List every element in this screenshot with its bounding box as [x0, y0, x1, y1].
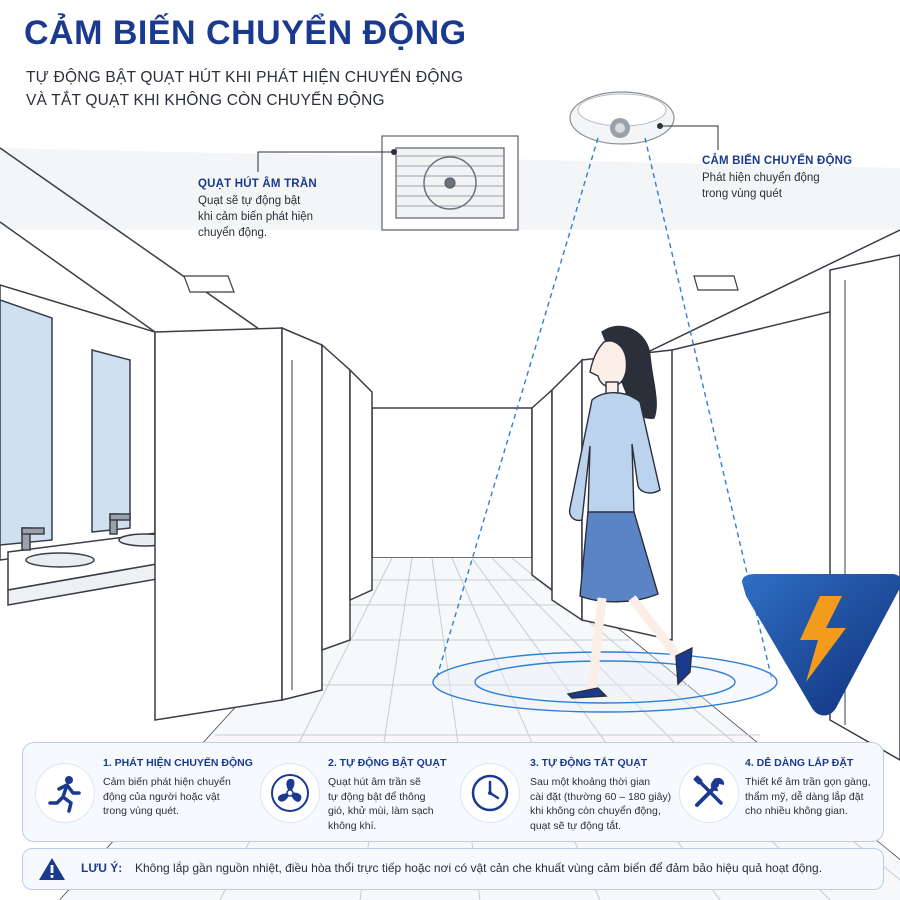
- feature-2-line: tự động bật để thông: [328, 790, 426, 803]
- feature-4-desc: Thiết kế âm trần gọn gàng, thẩm mỹ, dễ d…: [745, 775, 871, 819]
- left-wall: [0, 284, 181, 606]
- feature-3-title: 3. TỰ ĐỘNG TẮT QUẠT: [530, 757, 648, 769]
- features-panel: 1. PHÁT HIỆN CHUYỂN ĐỘNG Cảm biến phát h…: [22, 742, 884, 842]
- warning-icon: [37, 856, 67, 887]
- warning-label: LƯU Ý:: [81, 861, 123, 875]
- sensor-callout-line-2: trong vùng quét: [702, 188, 782, 200]
- fan-icon: [260, 763, 320, 823]
- fan-callout-line-3: chuyển động.: [198, 227, 268, 239]
- sensor-callout: CẢM BIẾN CHUYỂN ĐỘNG Phát hiện chuyển độ…: [702, 155, 852, 202]
- feature-1-line: Cảm biến phát hiện chuyển: [103, 776, 231, 788]
- feature-4-line: Thiết kế âm trần gọn gàng,: [745, 776, 871, 788]
- fan-callout-title: QUẠT HÚT ÂM TRẦN: [198, 178, 317, 190]
- feature-2-desc: Quạt hút âm trần sẽ tự động bật để thông…: [328, 775, 434, 833]
- feature-detect-motion: 1. PHÁT HIỆN CHUYỂN ĐỘNG Cảm biến phát h…: [23, 743, 253, 841]
- feature-4-title: 4. DỄ DÀNG LẮP ĐẶT: [745, 757, 854, 769]
- feature-2-line: Quạt hút âm trần sẽ: [328, 776, 421, 788]
- feature-1-line: trong vùng quét.: [103, 805, 179, 817]
- stall-partitions-left: [154, 326, 373, 721]
- feature-3-desc: Sau một khoảng thời gian cài đặt (thường…: [530, 775, 671, 833]
- page-subtitle: TỰ ĐỘNG BẬT QUẠT HÚT KHI PHÁT HIỆN CHUYỂ…: [26, 66, 463, 112]
- feature-auto-off: 3. TỰ ĐỘNG TẮT QUẠT Sau một khoảng thời …: [448, 743, 673, 841]
- feature-4-line: cho nhiều không gian.: [745, 805, 848, 817]
- sensor-callout-title: CẢM BIẾN CHUYỂN ĐỘNG: [702, 155, 853, 167]
- feature-1-desc: Cảm biến phát hiện chuyển động của người…: [103, 775, 231, 819]
- feature-3-line: khi không còn chuyển động,: [530, 805, 661, 817]
- clock-icon: [460, 763, 520, 823]
- feature-1-line: động của người hoặc vật: [103, 790, 220, 803]
- running-person-icon: [35, 763, 95, 823]
- feature-3-line: quạt sẽ tự động tắt.: [530, 819, 622, 832]
- brand-logo: [742, 574, 900, 716]
- feature-2-line: gió, khử mùi, làm sạch: [328, 805, 434, 817]
- exhaust-fan-illustration: [381, 135, 519, 231]
- feature-2-title: 2. TỰ ĐỘNG BẬT QUẠT: [328, 757, 447, 769]
- feature-1-title: 1. PHÁT HIỆN CHUYỂN ĐỘNG: [103, 757, 253, 769]
- fan-callout-line-2: khi cảm biến phát hiện: [198, 211, 314, 223]
- fan-callout: QUẠT HÚT ÂM TRẦN Quạt sẽ tự động bật khi…: [198, 178, 317, 241]
- feature-2-line: không khí.: [328, 819, 377, 832]
- tools-icon: [679, 763, 739, 823]
- walking-person-illustration: [566, 325, 693, 699]
- page-title: CẢM BIẾN CHUYỂN ĐỘNG: [24, 14, 467, 52]
- warning-text: Không lắp gần nguồn nhiệt, điều hòa thổi…: [135, 861, 823, 875]
- subtitle-line-2: VÀ TẮT QUẠT KHI KHÔNG CÒN CHUYỂN ĐỘNG: [26, 92, 385, 109]
- sensor-callout-line-1: Phát hiện chuyển động: [702, 172, 820, 184]
- feature-3-line: Sau một khoảng thời gian: [530, 776, 651, 788]
- fan-callout-line-1: Quạt sẽ tự động bật: [198, 195, 301, 207]
- feature-easy-install: 4. DỄ DÀNG LẮP ĐẶT Thiết kế âm trần gọn …: [675, 743, 880, 841]
- ceiling-vents: [183, 275, 739, 293]
- callout-leaders: [257, 123, 719, 172]
- feature-4-line: thẩm mỹ, dễ dàng lắp đặt: [745, 790, 864, 803]
- subtitle-line-1: TỰ ĐỘNG BẬT QUẠT HÚT KHI PHÁT HIỆN CHUYỂ…: [26, 69, 464, 86]
- feature-3-line: cài đặt (thường 60 – 180 giây): [530, 790, 672, 803]
- motion-sensor-illustration: [569, 91, 675, 145]
- feature-auto-on: 2. TỰ ĐỘNG BẬT QUẠT Quạt hút âm trần sẽ …: [248, 743, 448, 841]
- warning-note: LƯU Ý: Không lắp gần nguồn nhiệt, điều h…: [22, 848, 884, 890]
